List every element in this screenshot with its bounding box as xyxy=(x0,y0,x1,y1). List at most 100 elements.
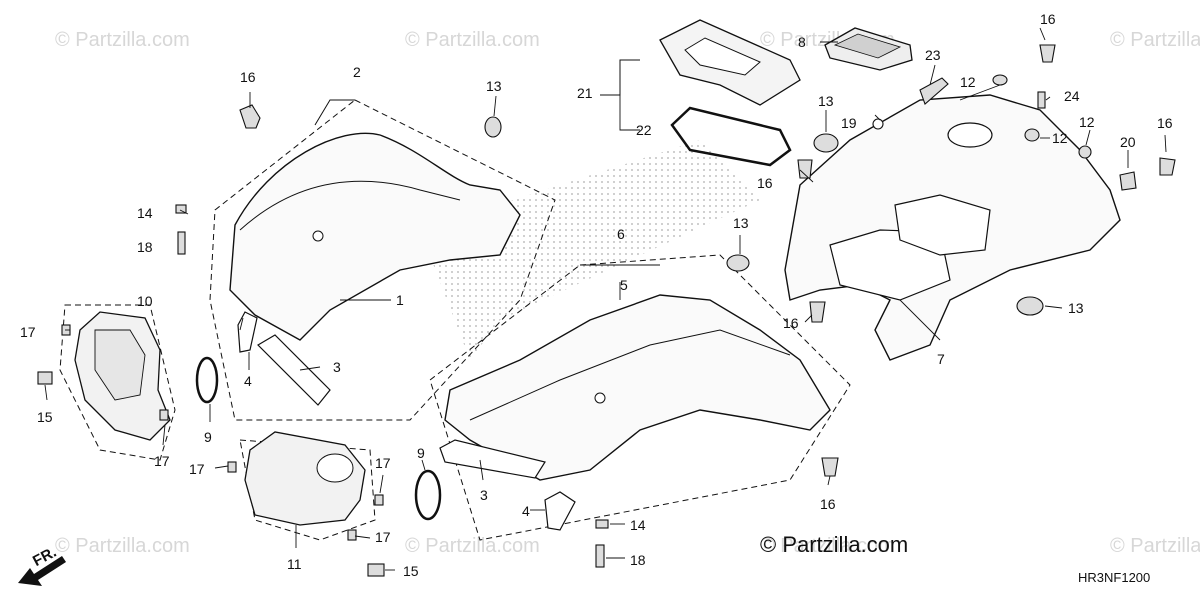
callout-22: 22 xyxy=(636,122,652,138)
callout-18: 18 xyxy=(630,552,646,568)
callout-17: 17 xyxy=(189,461,205,477)
clip-16 xyxy=(1039,44,1056,63)
callout-17: 17 xyxy=(154,453,170,469)
grommet-13 xyxy=(813,133,839,153)
part-strip-3-lower xyxy=(439,439,546,479)
callout-10: 10 xyxy=(137,293,153,309)
bolt-15 xyxy=(367,563,385,577)
callout-3: 3 xyxy=(333,359,341,375)
callout-8: 8 xyxy=(798,34,806,50)
watermark: © Partzilla.com xyxy=(55,29,190,51)
callout-11: 11 xyxy=(287,556,302,572)
callout-16: 16 xyxy=(240,69,256,85)
part-side-panel-10 xyxy=(74,311,171,441)
callout-16: 16 xyxy=(1040,11,1056,27)
watermark: © Partzilla.com xyxy=(1110,535,1200,557)
callout-20: 20 xyxy=(1120,134,1136,150)
clip-17 xyxy=(374,494,384,506)
bolt-18 xyxy=(177,231,186,255)
callout-14: 14 xyxy=(137,205,153,221)
clip-16 xyxy=(821,457,839,477)
part-ring-9-upper xyxy=(195,356,219,404)
callout-18: 18 xyxy=(137,239,153,255)
grommet-13 xyxy=(1016,296,1044,316)
callout-21: 21 xyxy=(577,85,593,101)
fastener-group xyxy=(37,44,1176,577)
callout-4: 4 xyxy=(244,373,252,389)
callout-13: 13 xyxy=(486,78,502,94)
callout-labels: 1 2 3 3 4 4 5 6 7 8 9 9 10 11 12 12 12 1… xyxy=(20,11,1173,579)
bolt-14 xyxy=(175,204,187,214)
callout-15: 15 xyxy=(403,563,419,579)
watermark: © Partzilla.com xyxy=(55,535,190,557)
part-strip-3-upper xyxy=(257,334,331,406)
front-direction-arrow xyxy=(18,556,66,586)
callout-13: 13 xyxy=(733,215,749,231)
callout-12: 12 xyxy=(1079,114,1095,130)
clip-17 xyxy=(227,461,237,473)
callout-13: 13 xyxy=(1068,300,1084,316)
part-front-fender-1 xyxy=(229,132,521,341)
bracket-23 xyxy=(919,77,949,105)
bolt-14 xyxy=(595,519,609,529)
watermark-group: © Partzilla.com © Partzilla.com © Partzi… xyxy=(55,29,1200,557)
grommet-12 xyxy=(992,74,1008,86)
bolt-15 xyxy=(37,371,53,385)
callout-12: 12 xyxy=(960,74,976,90)
callout-23: 23 xyxy=(925,47,941,63)
part-pad-4-upper xyxy=(237,311,258,353)
watermark: © Partzilla.com xyxy=(405,29,540,51)
grommet-13 xyxy=(484,116,502,138)
clip-20 xyxy=(1119,171,1137,191)
callout-19: 19 xyxy=(841,115,857,131)
callout-16: 16 xyxy=(757,175,773,191)
clip-17 xyxy=(159,409,169,421)
part-side-panel-11 xyxy=(244,431,366,526)
callout-3: 3 xyxy=(480,487,488,503)
callout-2: 2 xyxy=(353,64,361,80)
leader-lines xyxy=(44,27,1167,571)
callout-7: 7 xyxy=(937,351,945,367)
callout-24: 24 xyxy=(1064,88,1080,104)
clip-19 xyxy=(872,118,884,130)
group-outline-rear-fender xyxy=(429,254,851,541)
callout-13: 13 xyxy=(818,93,834,109)
bolt-18 xyxy=(595,544,605,568)
callout-4: 4 xyxy=(522,503,530,519)
dotted-zone xyxy=(420,140,760,360)
callout-9: 9 xyxy=(417,445,425,461)
callout-16: 16 xyxy=(1157,115,1173,131)
part-cover-21 xyxy=(659,19,801,106)
callout-12: 12 xyxy=(1052,130,1068,146)
clip-16 xyxy=(239,104,261,129)
drawing-code: HR3NF1200 xyxy=(1078,570,1151,585)
group-outline-panel-left xyxy=(59,304,176,461)
callout-17: 17 xyxy=(20,324,36,340)
clip-17 xyxy=(347,529,357,541)
callout-16: 16 xyxy=(820,496,836,512)
part-ring-9-lower xyxy=(414,469,442,521)
grommet-12 xyxy=(1024,128,1040,142)
watermark: © Partzilla.com xyxy=(760,535,895,557)
clip-16 xyxy=(1159,157,1176,176)
group-outline-front-fender xyxy=(209,99,556,421)
clip-16 xyxy=(809,301,826,323)
callout-14: 14 xyxy=(630,517,646,533)
part-gasket-22 xyxy=(670,106,792,167)
grommet-13 xyxy=(726,254,750,272)
callout-6: 6 xyxy=(617,226,625,242)
callout-17: 17 xyxy=(375,455,391,471)
bolt-24 xyxy=(1037,91,1046,109)
callout-15: 15 xyxy=(37,409,53,425)
callout-17: 17 xyxy=(375,529,391,545)
callout-1: 1 xyxy=(396,292,404,308)
clip-16 xyxy=(797,159,813,179)
watermark: © Partzilla.com xyxy=(1110,29,1200,51)
callout-5: 5 xyxy=(620,277,628,293)
watermark: © Partzilla.com xyxy=(405,535,540,557)
part-pad-4-lower xyxy=(544,491,576,531)
brand-copyright: © Partzilla.com xyxy=(760,532,909,557)
part-rear-body-7 xyxy=(784,94,1121,361)
callout-9: 9 xyxy=(204,429,212,445)
